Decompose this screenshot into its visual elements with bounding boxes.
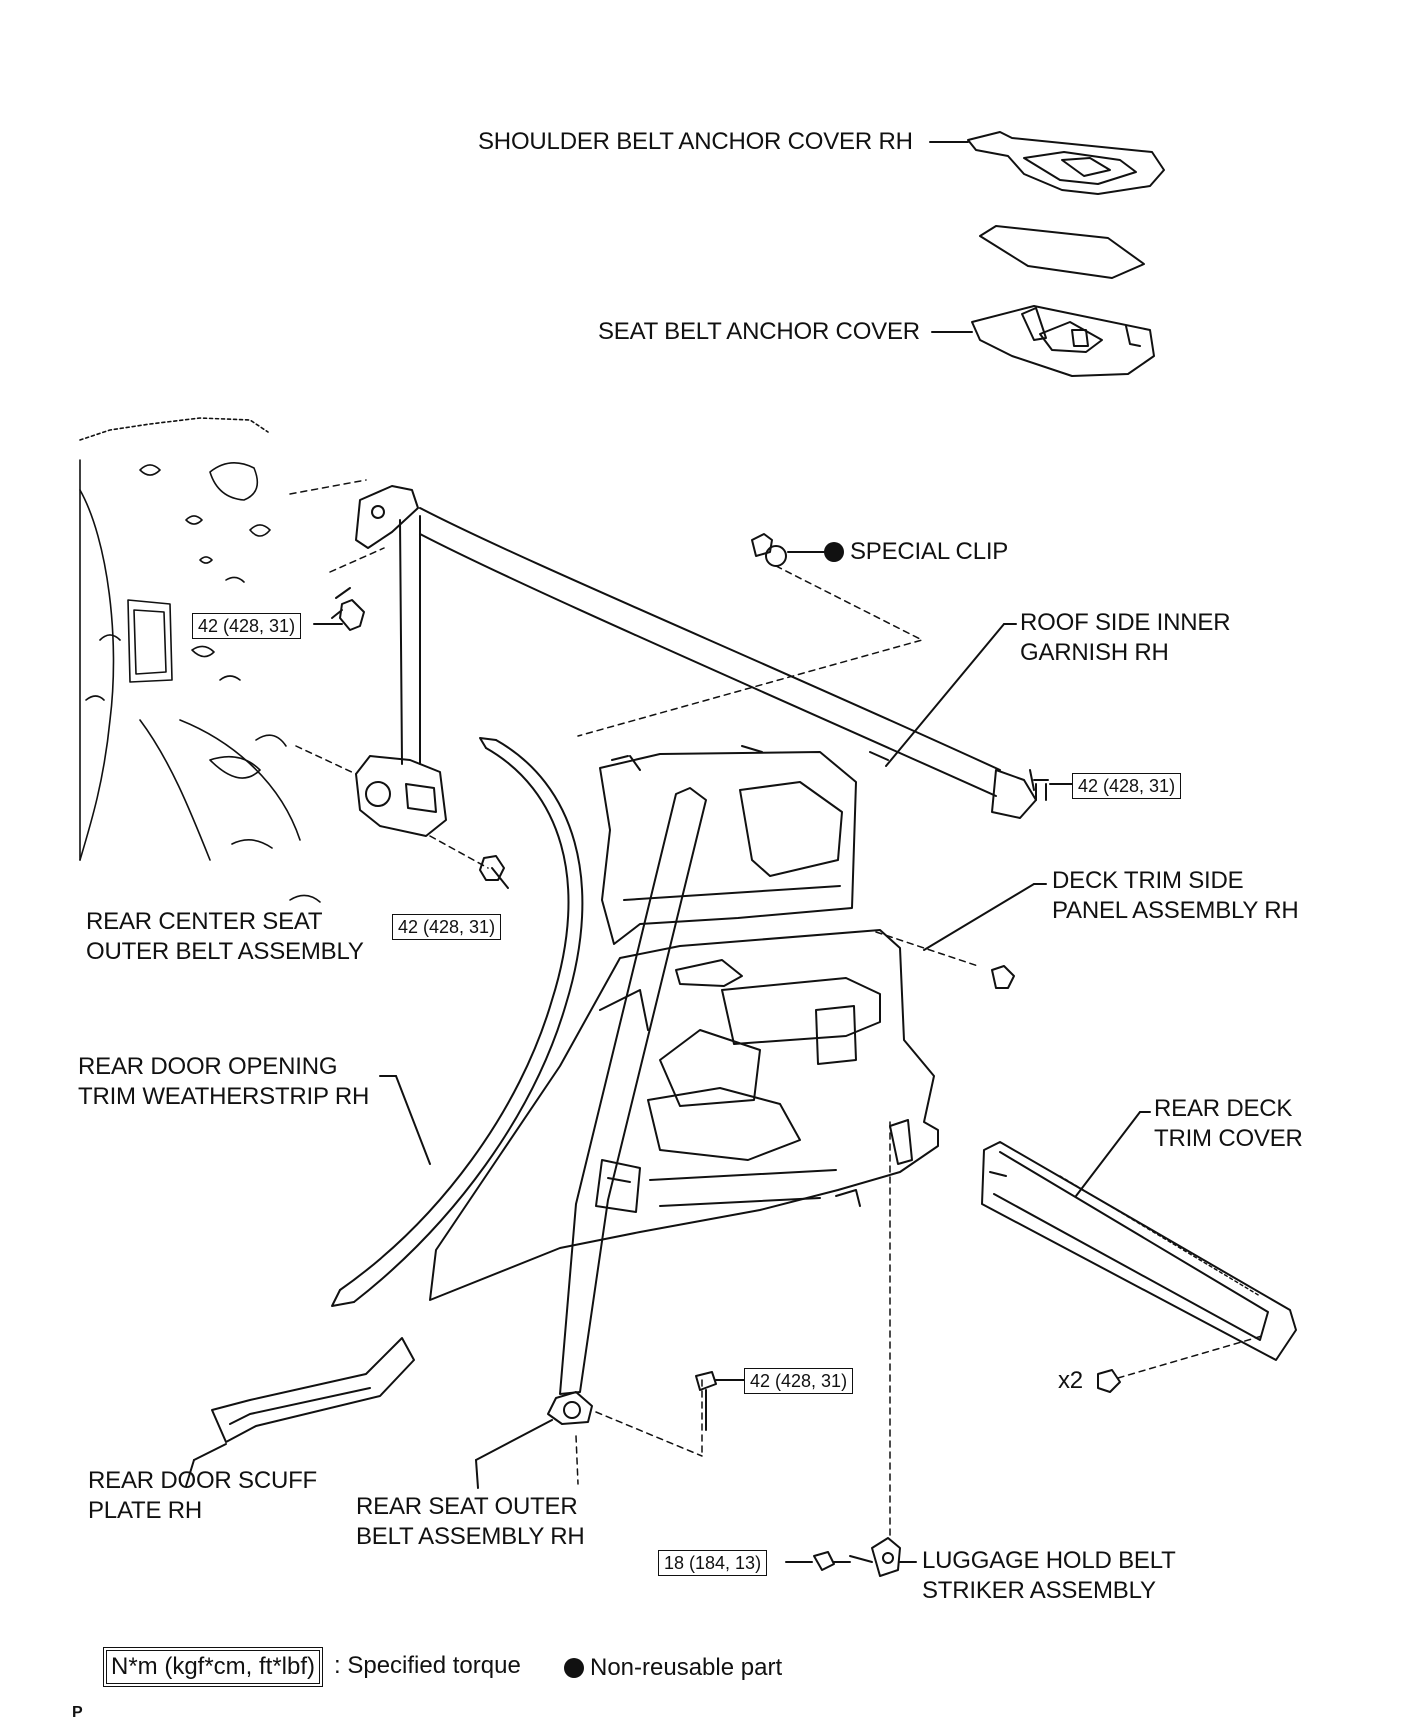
dash-floor-anchor <box>575 1379 703 1485</box>
label-rear-seat-outer-belt-line2: BELT ASSEMBLY RH <box>356 1523 585 1550</box>
label-rear-door-weatherstrip-line1: REAR DOOR OPENING <box>78 1053 338 1080</box>
label-roof-side-garnish-line2: GARNISH RH <box>1020 639 1169 666</box>
screw-deck-side <box>991 965 1015 989</box>
torque-retractor: 42 (428, 31) <box>392 914 502 940</box>
leader-deck-side <box>923 883 1035 951</box>
label-roof-side-garnish-line1: ROOF SIDE INNER <box>1020 609 1231 636</box>
label-rear-center-belt-line1: REAR CENTER SEAT <box>86 908 323 935</box>
label-rear-seat-outer-belt-line1: REAR SEAT OUTER <box>356 1493 578 1520</box>
dash-deck-screws <box>1117 1335 1263 1379</box>
page-mark: P <box>72 1704 83 1721</box>
leader-rear-deck <box>1075 1111 1141 1197</box>
torque-upper-anchor: 42 (428, 31) <box>192 613 302 639</box>
rear-deck-trim-cover-drawing <box>981 1141 1297 1361</box>
deck-trim-side-panel-drawing <box>429 929 939 1301</box>
leader-rear-seat-belt <box>475 1459 479 1489</box>
shoulder-belt-anchor-cover-drawing <box>967 131 1165 195</box>
label-quantity: x2 <box>1058 1367 1083 1394</box>
dash-special-clip <box>577 565 923 737</box>
quarter-pillar-garnish-drawing <box>599 745 889 945</box>
anchor-cover-gasket <box>979 225 1145 279</box>
body-panel-drawing <box>79 417 321 903</box>
torque-roof-anchor: 42 (428, 31) <box>1072 773 1182 799</box>
dash-retractor <box>295 745 489 869</box>
label-seat-belt-anchor-cover: SEAT BELT ANCHOR COVER <box>598 318 920 345</box>
torque-striker-bolt: 18 (184, 13) <box>658 1550 768 1576</box>
torque-floor-anchor: 42 (428, 31) <box>744 1368 854 1394</box>
rear-seat-outer-belt-drawing <box>547 787 707 1425</box>
bolt-floor-anchor <box>695 1371 717 1431</box>
dash-deck-screw <box>875 931 979 967</box>
label-deck-trim-side-line1: DECK TRIM SIDE <box>1052 867 1244 894</box>
label-rear-center-belt-line2: OUTER BELT ASSEMBLY <box>86 938 364 965</box>
legend-nonreusable-desc: Non-reusable part <box>590 1654 783 1681</box>
legend-torque-desc: : Specified torque <box>334 1652 521 1679</box>
label-luggage-striker-line2: STRIKER ASSEMBLY <box>922 1577 1156 1604</box>
label-rear-door-scuff-line2: PLATE RH <box>88 1497 202 1524</box>
seat-belt-anchor-cover-drawing <box>971 305 1155 377</box>
leader-roof-garnish <box>885 623 1005 767</box>
screw-deck-cover <box>1097 1369 1121 1393</box>
bolt-striker <box>813 1551 851 1571</box>
roof-anchor-stud <box>1033 779 1049 801</box>
nonreusable-dot-icon <box>824 542 844 562</box>
bolt-retractor <box>479 855 509 889</box>
label-rear-door-scuff-line1: REAR DOOR SCUFF <box>88 1467 318 1494</box>
label-deck-trim-side-line2: PANEL ASSEMBLY RH <box>1052 897 1299 924</box>
dash-upper-anchor <box>289 479 385 573</box>
special-clip-drawing <box>751 533 787 567</box>
label-rear-deck-trim-line2: TRIM COVER <box>1154 1125 1303 1152</box>
bolt-upper-anchor <box>331 587 365 631</box>
scuff-plate-drawing <box>211 1337 415 1443</box>
legend-nonreusable-dot-icon <box>564 1658 584 1678</box>
door-weatherstrip-drawing <box>331 737 584 1307</box>
label-rear-deck-trim-line1: REAR DECK <box>1154 1095 1293 1122</box>
legend-torque-units: N*m (kgf*cm, ft*lbf) <box>102 1647 324 1687</box>
luggage-striker-drawing <box>849 1537 901 1577</box>
label-luggage-striker-line1: LUGGAGE HOLD BELT <box>922 1547 1176 1574</box>
leader-scuff-plate <box>185 1459 195 1487</box>
label-rear-door-weatherstrip-line2: TRIM WEATHERSTRIP RH <box>78 1083 370 1110</box>
label-special-clip: SPECIAL CLIP <box>850 538 1009 565</box>
label-shoulder-belt-anchor-cover: SHOULDER BELT ANCHOR COVER RH <box>478 128 913 155</box>
rear-center-belt-drawing <box>355 485 1037 837</box>
